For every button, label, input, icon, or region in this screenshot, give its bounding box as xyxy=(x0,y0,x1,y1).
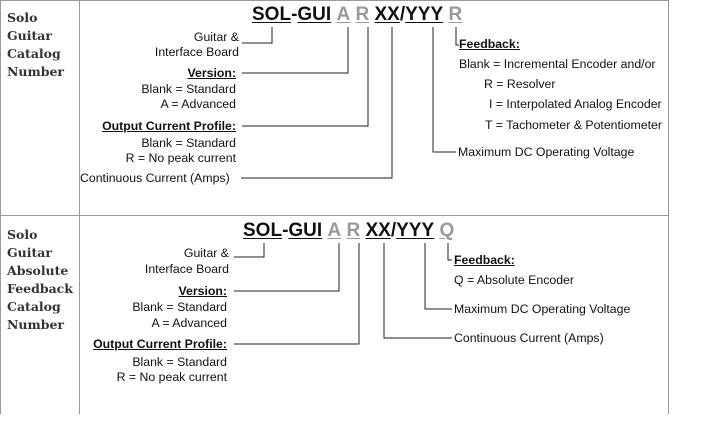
row2-feedback-title: Feedback: xyxy=(454,253,515,267)
row1-board-connector xyxy=(242,27,273,44)
row1-continuous: Continuous Current (Amps) xyxy=(80,171,230,185)
row2-continuous: Continuous Current (Amps) xyxy=(454,331,604,345)
row1-max-dc: Maximum DC Operating Voltage xyxy=(458,145,635,159)
row2-profile-2: R = No peak current xyxy=(116,370,227,384)
row2-board-line2: Interface Board xyxy=(144,262,229,276)
code-prefix: SOL xyxy=(252,4,292,25)
row1-feedback-3: I = Interpolated Analog Encoder xyxy=(489,97,662,111)
row2-version-title: Version: xyxy=(178,284,227,298)
row1-feedback-4: T = Tachometer & Potentiometer xyxy=(485,118,662,132)
row1-current-connector xyxy=(241,27,393,179)
code-gui: GUI xyxy=(297,4,332,25)
row1-feedback-2: R = Resolver xyxy=(484,77,556,91)
row2-feedback-1: Q = Absolute Encoder xyxy=(454,273,574,287)
row1-voltage-connector xyxy=(432,27,456,153)
row2-current-connector xyxy=(383,243,452,339)
code-profile: R xyxy=(355,4,370,25)
row1-feedback-connector xyxy=(455,27,459,46)
row2-profile-1: Blank = Standard xyxy=(132,355,227,369)
row1-profile-title: Output Current Profile: xyxy=(102,119,236,133)
row1-feedback-1: Blank = Incremental Encoder and/or xyxy=(459,57,656,71)
code-gui: GUI xyxy=(288,220,323,241)
row1-profile-1: Blank = Standard xyxy=(141,136,236,150)
row1-board-line1: Guitar & xyxy=(193,30,239,44)
row1-catalog-code: SOL-GUI A R XX/YYY R xyxy=(252,4,462,26)
row2-profile-connector xyxy=(234,243,360,345)
row2-max-dc: Maximum DC Operating Voltage xyxy=(454,302,631,316)
code-current: XX xyxy=(365,220,391,241)
row1-version-connector xyxy=(242,27,349,74)
row1-feedback-title: Feedback: xyxy=(459,37,520,51)
row2-profile-title: Output Current Profile: xyxy=(93,337,227,351)
row2-catalog-code: SOL-GUI A R XX/YYY Q xyxy=(243,220,454,242)
row2-version-2: A = Advanced xyxy=(151,316,227,330)
row1-profile-connector xyxy=(242,27,369,127)
row2-version-1: Blank = Standard xyxy=(132,300,227,314)
column-divider xyxy=(79,0,80,414)
code-profile: R xyxy=(346,220,361,241)
code-prefix: SOL xyxy=(243,220,283,241)
row2-board-connector xyxy=(234,243,265,258)
code-slash: / xyxy=(399,4,406,25)
row1-version-1: Blank = Standard xyxy=(141,82,236,96)
row1-version-title: Version: xyxy=(187,66,236,80)
code-dash: - xyxy=(282,220,289,241)
row1-label: Solo Guitar Catalog Number xyxy=(7,10,65,79)
code-voltage: YYY xyxy=(405,4,444,25)
row2-voltage-connector xyxy=(424,243,452,310)
row1-board-line2: Interface Board xyxy=(154,45,239,59)
row2-version-connector xyxy=(234,243,340,292)
code-version: A xyxy=(327,220,342,241)
code-voltage: YYY xyxy=(396,220,435,241)
row1-profile-2: R = No peak current xyxy=(125,151,236,165)
code-feedback: Q xyxy=(439,220,455,241)
code-current: XX xyxy=(374,4,400,25)
row-divider xyxy=(0,215,669,216)
row1-version-2: A = Advanced xyxy=(160,97,236,111)
code-feedback: R xyxy=(448,4,463,25)
row2-label: Solo Guitar Absolute Feedback Catalog Nu… xyxy=(7,227,73,332)
code-dash: - xyxy=(291,4,298,25)
catalog-table xyxy=(0,0,669,414)
code-version: A xyxy=(336,4,351,25)
row2-feedback-connector xyxy=(447,243,452,261)
row2-board-line1: Guitar & xyxy=(183,246,229,260)
code-slash: / xyxy=(390,220,397,241)
